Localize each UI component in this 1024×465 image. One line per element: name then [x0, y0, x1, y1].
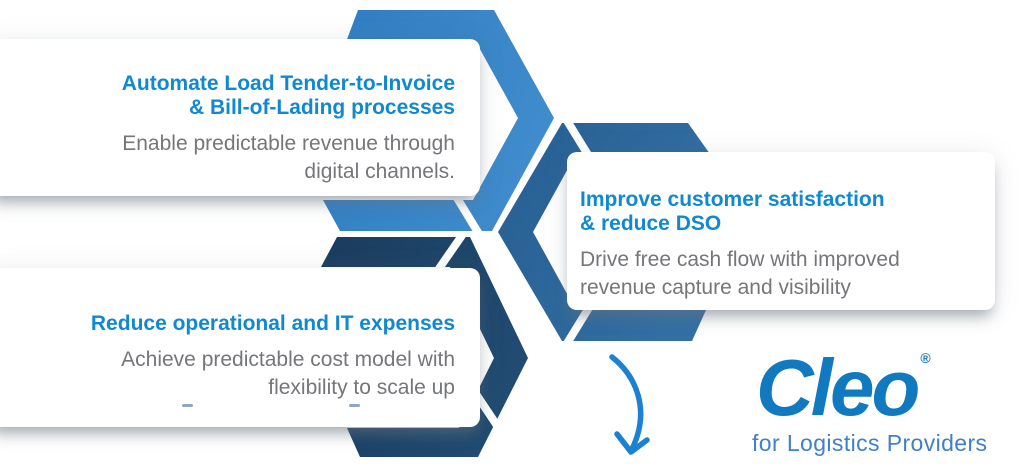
cleo-wordmark: Cleo® [756, 348, 1006, 428]
cleo-brand-text: Cleo [756, 343, 920, 432]
gap-middle-chevron-upper-arm [562, 116, 594, 161]
card-body-line: Achieve predictable cost model with [121, 348, 455, 371]
card-title-line: & reduce DSO [580, 212, 722, 235]
card-body: Achieve predictable cost model with flex… [12, 346, 455, 402]
card-title-line: Reduce operational and IT expenses [90, 312, 455, 335]
chevron-middle-left-arrow [498, 123, 710, 341]
curved-arrow-icon [609, 354, 650, 455]
card-reduce-expenses: Reduce operational and IT expenses Achie… [0, 268, 480, 427]
cleo-logo: Cleo® for Logistics Providers [752, 348, 1006, 457]
card-title: Reduce operational and IT expenses [12, 312, 455, 336]
card-body: Enable predictable revenue through digit… [12, 130, 455, 186]
card-title: Improve customer satisfaction & reduce D… [580, 188, 985, 236]
card-body-line: Drive free cash flow with improved [580, 248, 900, 271]
card-title-line: & Bill-of-Lading processes [188, 96, 455, 119]
card-title-line: Automate Load Tender-to-Invoice [121, 72, 455, 95]
registered-trademark-icon: ® [920, 350, 931, 366]
gap-bottom-chevron-upper-arm [434, 231, 467, 273]
card-body-line: Enable predictable revenue through [122, 132, 455, 155]
card-body-line: revenue capture and visibility [580, 276, 851, 299]
chevron-top-right-arrow [323, 10, 554, 231]
card-customer-satisfaction: Improve customer satisfaction & reduce D… [567, 152, 995, 310]
gap-middle-chevron-lower-arm [562, 303, 594, 348]
logo-tagline: for Logistics Providers [752, 430, 988, 456]
stray-dash [349, 404, 360, 407]
gap-top-chevron-lower-arm [450, 190, 483, 237]
card-title-line: Improve customer satisfaction [580, 188, 885, 211]
stray-dash [182, 404, 193, 407]
card-body-line: flexibility to scale up [268, 376, 455, 399]
card-body-line: digital channels. [304, 160, 455, 183]
card-automate-processes: Automate Load Tender-to-Invoice & Bill-o… [0, 39, 480, 196]
card-body: Drive free cash flow with improved reven… [580, 246, 985, 302]
card-title: Automate Load Tender-to-Invoice & Bill-o… [12, 72, 455, 120]
